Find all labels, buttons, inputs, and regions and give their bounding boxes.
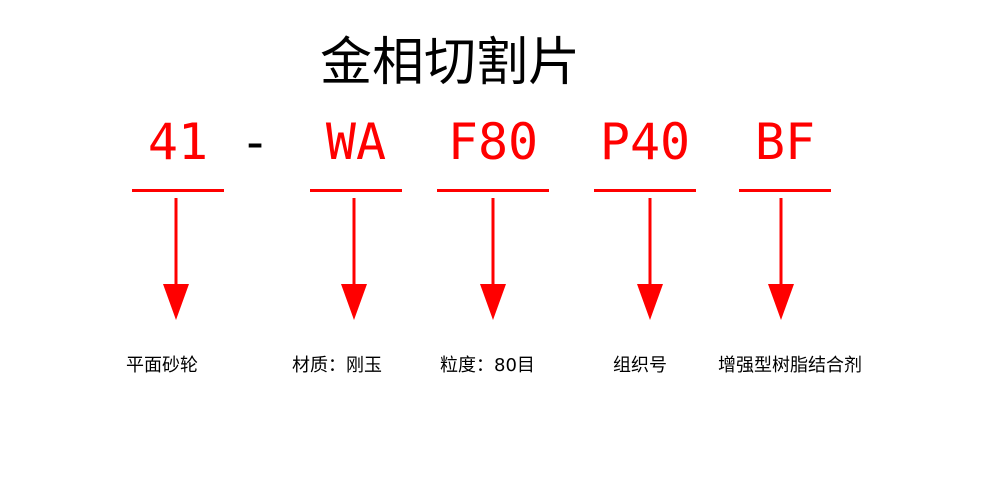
underline-41 <box>132 189 224 192</box>
underline-p40 <box>594 189 696 192</box>
code-segment-41: 41 <box>147 113 209 171</box>
code-segment-f80: F80 <box>447 113 539 171</box>
description-bf: 增强型树脂结合剂 <box>718 355 862 376</box>
underline-wa <box>310 189 402 192</box>
arrow-f80 <box>480 198 506 320</box>
description-wa: 材质：刚玉 <box>292 355 382 376</box>
diagram-title: 金相切割片 <box>320 33 581 93</box>
code-segment-bf: BF <box>754 113 816 171</box>
underline-bf <box>739 189 831 192</box>
arrow-41 <box>163 198 189 320</box>
description-f80: 粒度：80目 <box>440 355 535 376</box>
code-segment-wa: WA <box>325 113 387 171</box>
code-separator-dash: - <box>239 113 271 171</box>
code-segment-p40: P40 <box>599 113 691 171</box>
description-p40: 组织号 <box>613 355 667 376</box>
underline-f80 <box>437 189 549 192</box>
arrow-wa <box>341 198 367 320</box>
arrow-p40 <box>637 198 663 320</box>
description-41: 平面砂轮 <box>126 355 198 376</box>
arrow-bf <box>768 198 794 320</box>
